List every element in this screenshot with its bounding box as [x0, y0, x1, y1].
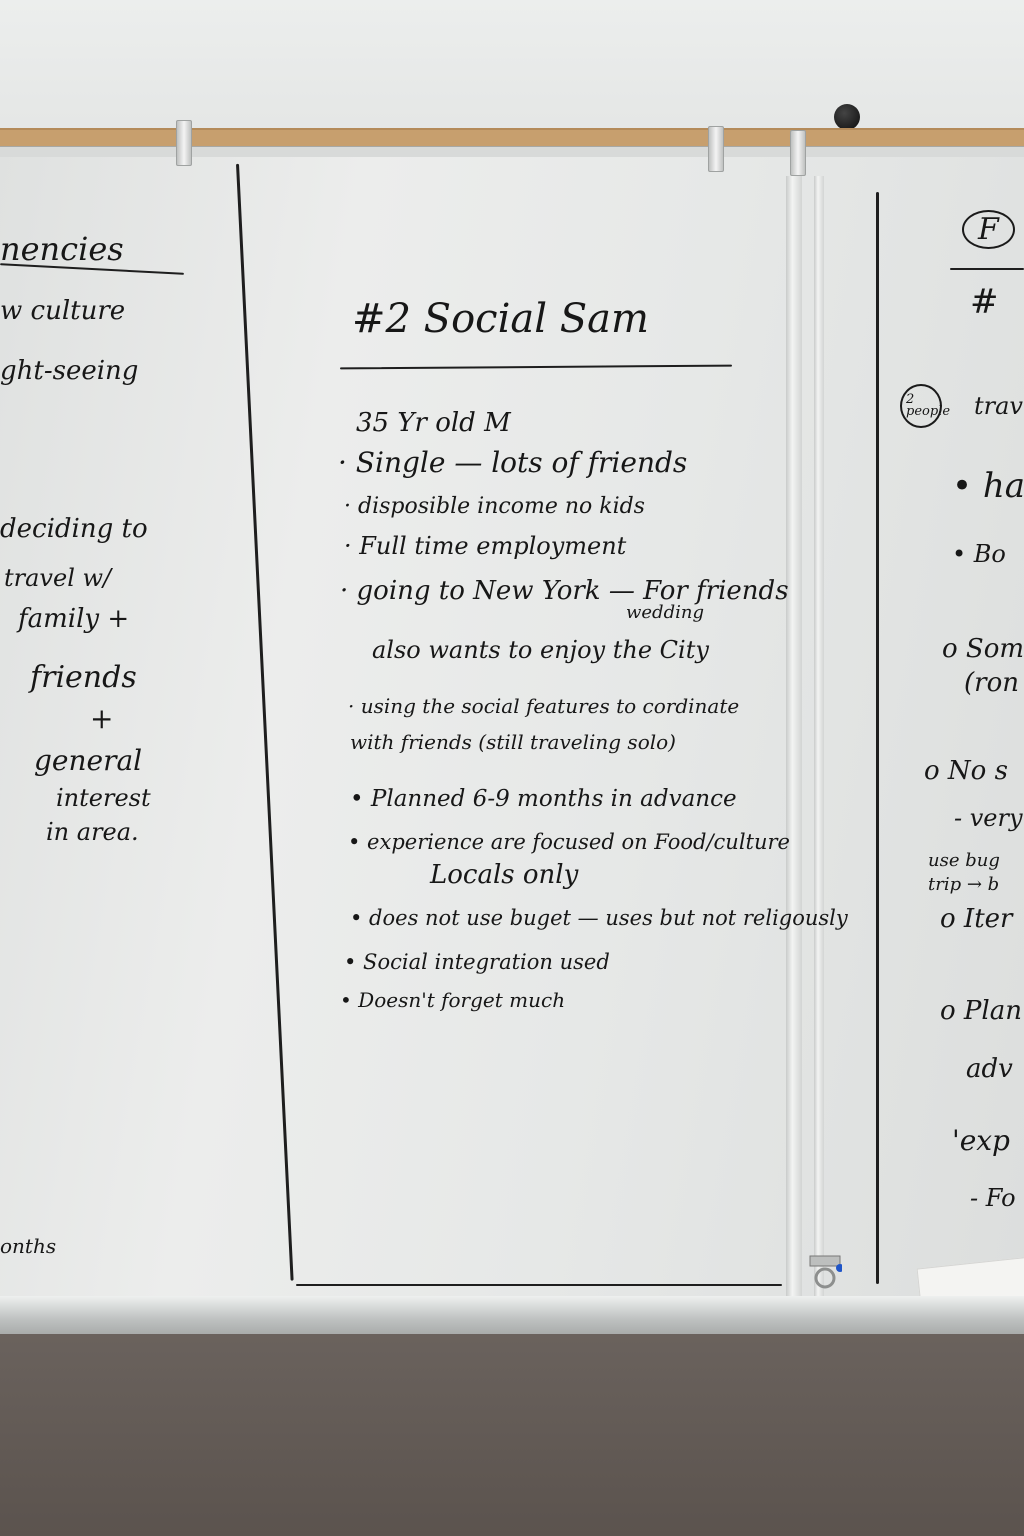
persona-line-wedding: wedding — [626, 602, 704, 623]
panel-divider — [814, 176, 824, 1306]
persona-line-integration: • Social integration used — [344, 950, 610, 974]
right-line-trip: trip → b — [928, 874, 1000, 895]
marker-tray — [0, 1296, 1024, 1334]
right-line-no: o No s — [924, 756, 1008, 786]
right-circled-letter: F — [962, 210, 1015, 249]
right-line-usebug: use bug — [928, 850, 1000, 871]
persona-line-single: · Single — lots of friends — [338, 446, 688, 479]
persona-line-budget: • does not use buget — uses but not reli… — [350, 906, 848, 930]
persona-line-employment: · Full time employment — [344, 532, 627, 560]
persona-line-forget: • Doesn't forget much — [340, 988, 566, 1012]
persona-line-age: 35 Yr old M — [356, 408, 511, 438]
left-line-friends: friends — [30, 660, 137, 695]
wall-top — [0, 0, 1024, 140]
persona-line-social: · using the social features to cordinate — [348, 694, 740, 718]
left-line-family: family + — [18, 604, 130, 634]
whiteboard — [0, 157, 1024, 1297]
persona-line-income: · disposible income no kids — [344, 494, 645, 519]
cork-strip — [0, 128, 1024, 149]
left-line-culture: w culture — [0, 296, 126, 326]
persona-line-planned: • Planned 6-9 months in advance — [350, 786, 737, 812]
right-circled-people: 2 people — [900, 384, 950, 428]
left-line-travel: travel w/ — [4, 564, 112, 592]
left-line-general: general — [34, 744, 143, 777]
right-line-fo: - Fo — [970, 1184, 1016, 1212]
right-line-trav: trav — [974, 392, 1023, 420]
persona-line-city: also wants to enjoy the City — [372, 636, 709, 664]
right-line-som: o Som — [942, 634, 1024, 664]
map-clip — [790, 130, 806, 176]
wall-bottom — [0, 1334, 1024, 1536]
left-line-interest: interest — [56, 784, 151, 812]
right-hash: # — [970, 282, 999, 322]
left-line-plus: + — [90, 702, 114, 735]
black-magnet — [834, 104, 860, 130]
ink-border-bottom — [296, 1284, 782, 1286]
right-line-bo: • Bo — [952, 540, 1006, 568]
right-line-very: - very — [954, 804, 1023, 832]
panel-divider — [786, 176, 802, 1306]
binder-clip-icon — [809, 1255, 842, 1289]
persona-line-solo: with friends (still traveling solo) — [350, 730, 676, 754]
left-line-deciding: deciding to — [0, 514, 148, 544]
map-clip — [708, 126, 724, 172]
map-clip — [176, 120, 192, 166]
right-heading-underline — [950, 268, 1024, 270]
left-heading: nencies — [0, 230, 124, 268]
right-line-iter: o Iter — [940, 904, 1013, 934]
persona-line-locals: Locals only — [430, 860, 579, 890]
left-line-sightseeing: ght-seeing — [0, 356, 139, 386]
ink-border-right-panel — [876, 192, 879, 1284]
right-line-plan: o Plan — [940, 996, 1022, 1026]
persona-line-experience: • experience are focused on Food/culture — [348, 830, 790, 854]
left-line-area: in area. — [46, 818, 139, 846]
right-line-adv: adv — [966, 1054, 1013, 1084]
persona-title: #2 Social Sam — [352, 296, 649, 342]
persona-line-newyork: · going to New York — For friends — [340, 576, 789, 606]
right-line-exp: 'exp — [952, 1124, 1010, 1157]
right-line-ha: • ha — [952, 466, 1024, 506]
left-line-months: onths — [0, 1234, 57, 1258]
right-line-ron: (ron — [964, 668, 1019, 698]
